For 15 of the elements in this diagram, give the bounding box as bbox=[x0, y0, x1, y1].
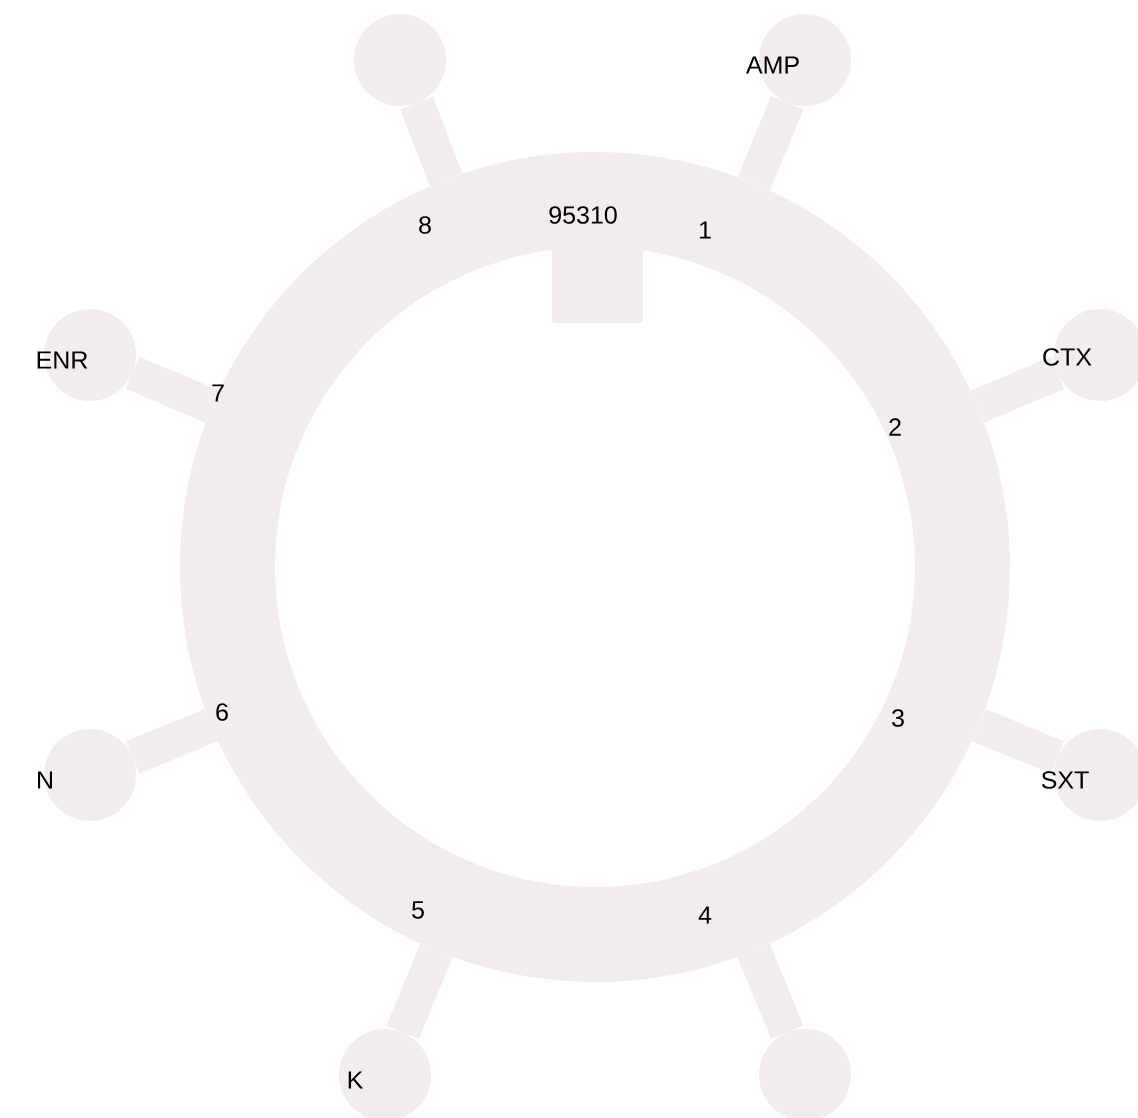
position-number: 6 bbox=[216, 703, 228, 721]
position-number: 7 bbox=[212, 384, 224, 402]
disc-label: N bbox=[38, 771, 52, 789]
position-number: 4 bbox=[698, 906, 712, 924]
disc-label: CTX bbox=[1043, 348, 1092, 366]
position-number: 5 bbox=[412, 901, 424, 919]
position-number: 3 bbox=[892, 709, 904, 727]
node-label: 95310 bbox=[549, 206, 617, 224]
position-number: 2 bbox=[889, 418, 901, 436]
disc-label: AMP bbox=[745, 56, 799, 74]
disc-label: SXT bbox=[1041, 771, 1089, 789]
position-number: 1 bbox=[699, 221, 711, 239]
disc-label: ENR bbox=[37, 351, 88, 369]
position-number: 8 bbox=[419, 216, 431, 234]
disc-label: K bbox=[348, 1071, 364, 1089]
